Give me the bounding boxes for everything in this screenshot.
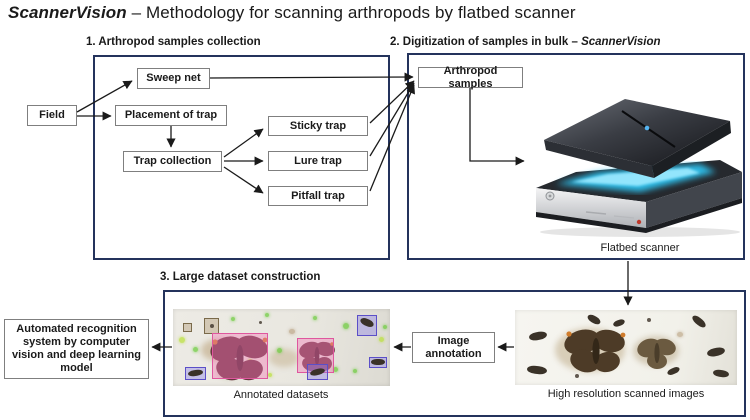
- fly: [526, 364, 548, 376]
- speck: [231, 317, 235, 321]
- speck: [289, 329, 295, 334]
- speck: [313, 316, 317, 320]
- scanner-base-foot: [536, 198, 742, 233]
- speck: [259, 321, 262, 324]
- node-sweep-net: Sweep net: [137, 68, 210, 89]
- section1-heading: 1. Arthropod samples collection: [86, 36, 261, 48]
- speck: [265, 313, 269, 317]
- fly: [586, 312, 602, 327]
- caption-annotated-datasets: Annotated datasets: [233, 389, 329, 401]
- fly: [690, 313, 708, 330]
- speck: [379, 337, 384, 342]
- scanner-glow-core: [572, 168, 700, 186]
- butterfly-scan: [564, 329, 626, 373]
- section3-heading: 3. Large dataset construction: [160, 271, 321, 283]
- caption-high-resolution: High resolution scanned images: [547, 388, 705, 400]
- speck: [333, 367, 338, 372]
- speck: [179, 337, 185, 343]
- node-arthropod-samples: Arthropod samples: [418, 65, 523, 90]
- scanner-power-dot: [548, 194, 552, 198]
- annotated-specimen-scan: [173, 309, 390, 386]
- section3-frame: [163, 290, 746, 417]
- node-automated-recognition: Automated recognition system by computer…: [4, 319, 149, 379]
- annotation-box-tan: [183, 323, 192, 332]
- node-lure-trap: Lure trap: [268, 151, 368, 171]
- debris-smudge: [269, 349, 299, 367]
- speck: [677, 332, 683, 337]
- brand-name: ScannerVision: [8, 3, 127, 22]
- scanner-model-mark: [613, 215, 635, 219]
- speck: [353, 369, 357, 373]
- section2-heading-brand: ScannerVision: [581, 36, 661, 48]
- moth-scan: [637, 338, 676, 370]
- scanner-lid-edge-right: [652, 121, 731, 178]
- speck: [210, 324, 214, 328]
- node-pitfall-trap: Pitfall trap: [268, 186, 368, 206]
- node-field: Field: [27, 105, 77, 126]
- fly: [371, 359, 385, 365]
- section2-heading: 2. Digitization of samples in bulk – Sca…: [390, 36, 661, 48]
- annotation-box-pink-large: [212, 333, 268, 379]
- speck: [575, 374, 579, 378]
- node-trap-collection: Trap collection: [123, 151, 222, 172]
- high-resolution-specimen-scan: [515, 310, 737, 385]
- scanner-label-mark: [585, 211, 607, 215]
- scanner-lid-edge-front: [544, 140, 654, 178]
- fly: [528, 330, 548, 342]
- flatbed-scanner-photo: [536, 99, 742, 237]
- node-sticky-trap: Sticky trap: [268, 116, 368, 136]
- scanner-led: [644, 125, 650, 131]
- speck: [383, 325, 387, 329]
- node-image-annotation: Image annotation: [412, 332, 495, 363]
- node-placement-of-trap: Placement of trap: [115, 105, 227, 126]
- fly: [706, 346, 726, 358]
- scanner-base-side: [646, 172, 742, 228]
- speck: [647, 318, 651, 322]
- scanner-logo-dot: [636, 219, 642, 225]
- speck: [268, 373, 272, 377]
- speck: [343, 323, 349, 329]
- title-rest: – Methodology for scanning arthropods by…: [126, 3, 576, 22]
- butterfly-annotated-large: [210, 335, 268, 381]
- speck: [193, 347, 198, 352]
- fly: [712, 368, 730, 379]
- figure-title: ScannerVision – Methodology for scanning…: [8, 3, 576, 23]
- scanner-base-front: [536, 188, 646, 228]
- section2-heading-text: 2. Digitization of samples in bulk –: [390, 36, 582, 48]
- caption-flatbed-scanner: Flatbed scanner: [600, 242, 680, 254]
- scanner-lid-top: [544, 99, 730, 166]
- speck: [277, 348, 282, 353]
